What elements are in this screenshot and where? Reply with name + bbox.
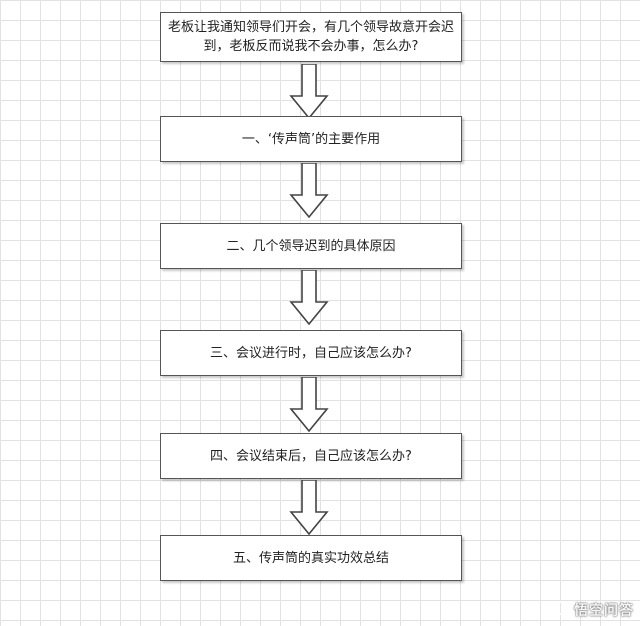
down-arrow-icon <box>289 480 329 536</box>
flow-step-2-text: 二、几个领导迟到的具体原因 <box>226 238 396 254</box>
down-arrow-icon <box>289 163 329 219</box>
flow-step-1: 一、‘传声筒’的主要作用 <box>160 116 462 162</box>
down-arrow-icon <box>289 64 329 120</box>
flow-arrow-5 <box>289 480 329 536</box>
flow-step-5-text: 五、传声筒的真实功效总结 <box>232 550 389 566</box>
down-arrow-icon <box>289 270 329 326</box>
flow-step-question: 老板让我通知领导们开会，有几个领导故意开会迟到，老板反而说我不会办事，怎么办? <box>160 12 462 62</box>
down-arrow-icon <box>289 377 329 433</box>
flow-step-3-text: 三、会议进行时，自己应该怎么办? <box>210 345 412 361</box>
flow-step-4: 四、会议结束后，自己应该怎么办? <box>160 433 462 479</box>
flow-step-5: 五、传声筒的真实功效总结 <box>160 535 462 581</box>
flow-step-1-text: 一、‘传声筒’的主要作用 <box>241 131 381 147</box>
watermark: 悟空问答 <box>548 600 634 620</box>
flow-step-question-text: 老板让我通知领导们开会，有几个领导故意开会迟到，老板反而说我不会办事，怎么办? <box>167 20 454 54</box>
flow-step-2: 二、几个领导迟到的具体原因 <box>160 223 462 269</box>
watermark-text: 悟空问答 <box>574 603 634 619</box>
flow-step-4-text: 四、会议结束后，自己应该怎么办? <box>210 448 412 464</box>
chat-bubble-icon <box>549 601 569 619</box>
flow-arrow-2 <box>289 163 329 219</box>
flow-step-3: 三、会议进行时，自己应该怎么办? <box>160 330 462 376</box>
flow-arrow-3 <box>289 270 329 326</box>
flow-arrow-4 <box>289 377 329 433</box>
flow-arrow-1 <box>289 64 329 120</box>
